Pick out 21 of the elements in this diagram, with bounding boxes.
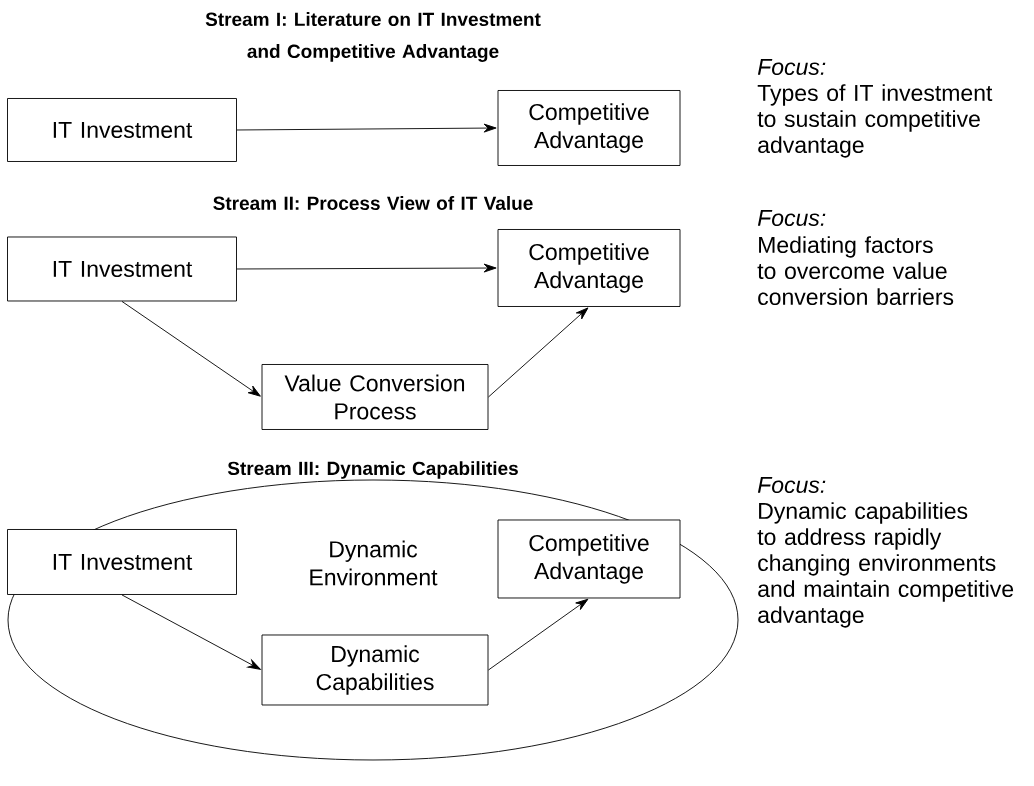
process-box: Value Conversion Process [261,364,489,430]
arrow [121,301,261,397]
focus-label: Focus: [757,476,826,493]
focus-text: Mediating factors to overcome value conversion barriers [757,236,954,306]
process-box: Competitive Advantage [497,229,681,307]
process-box: Competitive Advantage [497,90,681,166]
stream-heading: Stream III: Dynamic Capabilities [227,461,518,479]
focus-label: Focus: [757,209,826,226]
arrow [121,594,261,670]
stream-heading: Stream II: Process View of IT Value [213,196,533,210]
arrow [488,307,589,398]
process-box: IT Investment [7,98,237,162]
arrow [488,598,589,671]
focus-text: Types of IT investment to sustain competitive advantage [757,84,993,158]
arrow [236,123,497,133]
focus-text: Dynamic capabilities to address rapidly changing environments and maintain competitive advantage [757,502,1014,628]
process-box: IT Investment [7,236,237,302]
stream-heading: Stream I: Literature on IT Investment and Competitive Advantage [205,12,541,62]
process-box: Dynamic Capabilities [261,634,489,706]
arrow [236,263,497,273]
focus-label: Focus: [757,58,826,75]
